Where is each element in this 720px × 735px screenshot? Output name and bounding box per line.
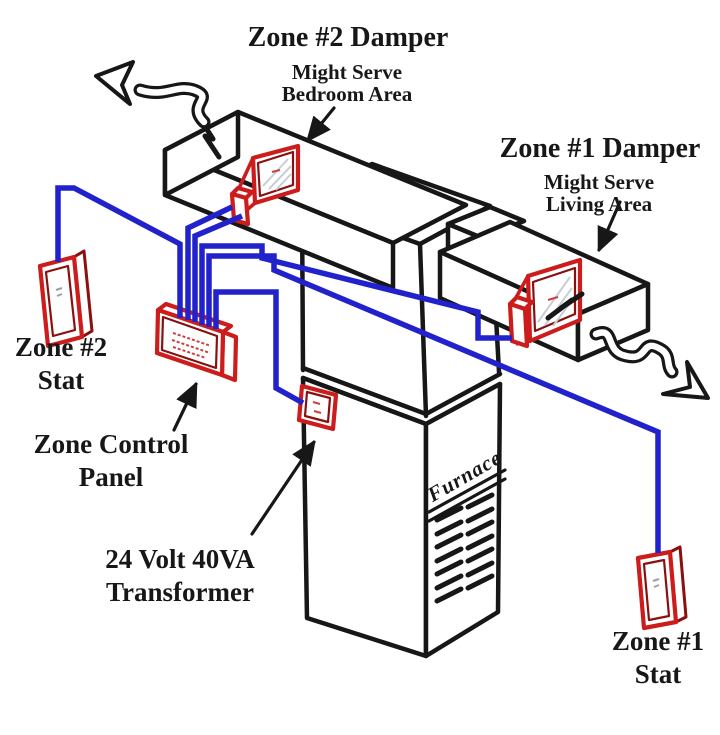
wire-panel-to-damper2-b — [192, 213, 244, 322]
zone1-damper-sub2: Living Area — [546, 192, 653, 216]
zone2-thermostat — [37, 249, 94, 349]
transformer-label-2: Transformer — [106, 577, 254, 607]
airflow-arrow-zone2 — [94, 60, 222, 160]
airflow-arrow-zone1 — [545, 291, 710, 400]
furnace-right-face — [423, 381, 503, 659]
zone1-damper-opening-inner — [531, 266, 577, 333]
airflow-arrowhead-right — [661, 360, 710, 400]
furnace-trim-line-2 — [427, 477, 507, 523]
zone2-stat-front — [37, 254, 85, 349]
arrow-to-transformer — [250, 442, 314, 536]
furnace-trim-line-1 — [427, 468, 507, 514]
zone1-thermostat — [635, 545, 688, 631]
zone1-duct — [437, 204, 651, 363]
transformer — [296, 383, 339, 432]
transformer-label-1: 24 Volt 40VA — [105, 544, 255, 574]
zone1-stat-front-inner — [642, 558, 671, 622]
zone2-stat-label-2: Stat — [38, 365, 85, 395]
wire-panel-to-transformer — [213, 289, 305, 406]
zone2-stat-mark — [55, 287, 63, 297]
zone2-duct — [162, 109, 469, 291]
zone2-duct-end-opening — [162, 109, 241, 198]
zone2-stat-label-1: Zone #2 — [15, 332, 107, 362]
zone1-stat-label-2: Stat — [635, 659, 682, 689]
wiring — [55, 185, 661, 553]
zone1-stat-label-1: Zone #1 — [612, 626, 704, 656]
zone2-stat-front-inner — [44, 264, 77, 338]
pointer-arrows — [172, 106, 622, 536]
zone2-damper-title: Zone #2 Damper — [248, 22, 449, 53]
wire-panel-to-stat1 — [206, 253, 661, 553]
transformer-body-inner — [303, 390, 332, 424]
furnace-top-band-upper — [300, 365, 503, 417]
control-panel-label-1: Zone Control — [34, 429, 189, 459]
airflow-bolt-right — [545, 291, 585, 321]
arrow-to-zone2-damper — [308, 106, 336, 140]
wire-panel-to-damper2-a — [185, 204, 234, 320]
arrow-to-zone1-damper — [597, 200, 622, 250]
zone1-damper-title: Zone #1 Damper — [500, 133, 701, 164]
airflow-arrowhead-left — [94, 60, 135, 106]
zone2-damper-sub2: Bedroom Area — [282, 82, 413, 106]
arrow-to-control-panel — [172, 384, 198, 432]
furnace-louvers — [434, 492, 495, 604]
text-labels: Zone #2 Damper Might Serve Bedroom Area … — [15, 22, 704, 689]
panel-micro-text — [171, 332, 212, 359]
zone1-damper-motor — [507, 301, 530, 349]
transformer-body — [296, 383, 339, 432]
wire-stat2-to-panel — [55, 185, 183, 318]
control-panel-label-2: Panel — [79, 462, 144, 492]
panel-front-inner — [160, 315, 219, 370]
zone1-duct-end-opening — [575, 281, 651, 363]
zone1-stat-mark — [652, 578, 660, 588]
zone1-damper-sub1: Might Serve — [544, 170, 654, 194]
zone2-damper-opening-inner — [256, 150, 295, 198]
zone2-damper-sub1: Might Serve — [292, 60, 402, 84]
furnace: Furnace — [300, 365, 507, 659]
